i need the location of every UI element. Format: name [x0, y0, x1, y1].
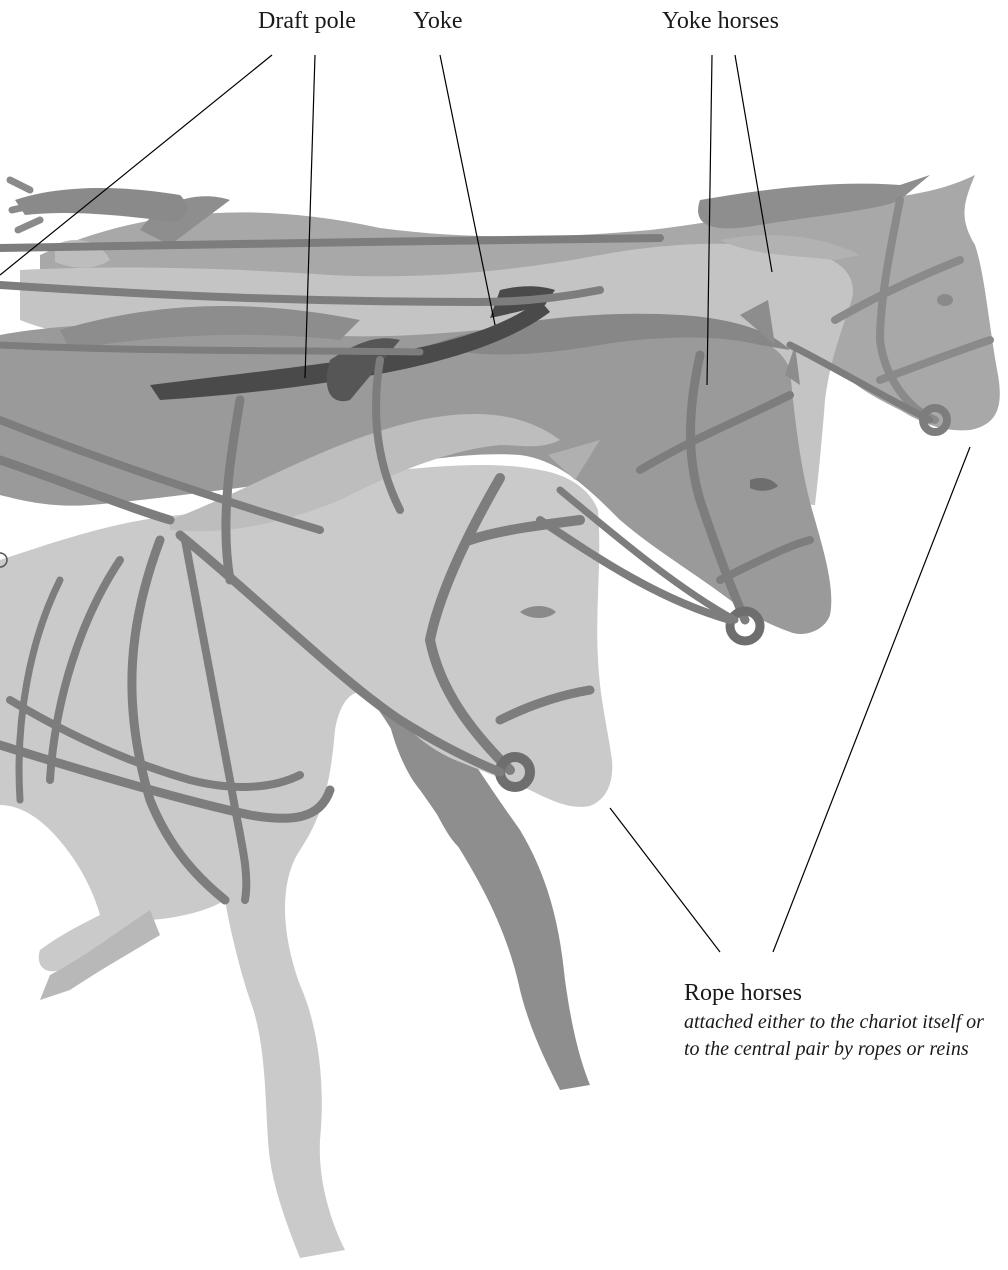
label-draft-pole: Draft pole [258, 8, 356, 35]
rope-horses-description: attached either to the chariot itself or… [684, 1009, 984, 1063]
label-rope-horses: Rope horses [684, 980, 984, 1007]
leader-rope-horses-left [610, 808, 720, 952]
label-yoke: Yoke [413, 8, 463, 35]
label-yoke-horses: Yoke horses [662, 8, 779, 35]
rope-horses-caption: Rope horses attached either to the chari… [684, 980, 984, 1063]
